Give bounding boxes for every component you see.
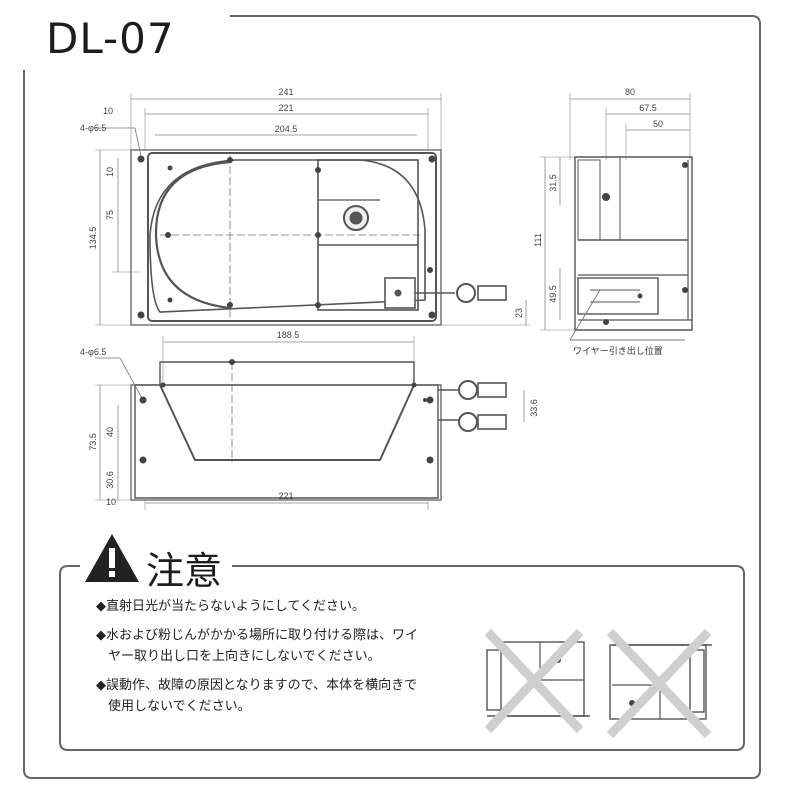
dim-left-top: 10 (105, 167, 115, 177)
side-view (540, 93, 693, 341)
dim-front-height-small: 30.6 (105, 471, 115, 489)
caution-item-3-cont: 使用しないでください。 (108, 699, 251, 714)
dim-front-height-mid: 40 (105, 427, 115, 437)
top-view (95, 93, 530, 326)
dim-front-right-height: 33.6 (529, 399, 539, 417)
dim-overall-width: 241 (278, 87, 293, 97)
front-hole-label: 4-φ6.5 (80, 347, 106, 357)
wire-exit-callout: ワイヤー引き出し位置 (573, 345, 663, 357)
caution-box (59, 565, 745, 751)
front-view (95, 336, 525, 510)
dim-edge-offset: 10 (103, 106, 113, 116)
dim-left-total: 134.5 (88, 227, 98, 250)
caution-heading: 注意 (146, 549, 223, 593)
dim-front-height-total: 73.5 (88, 433, 98, 451)
dim-side-width-mid: 67.5 (639, 103, 657, 113)
dim-side-height-top: 31.5 (548, 174, 558, 192)
dim-front-top-width: 188.5 (277, 330, 300, 340)
dim-front-bottom-width: 221 (278, 491, 293, 501)
dim-side-height-total: 111 (533, 233, 543, 247)
caution-item-2-cont: ヤー取り出し口を上向きにしないでください。 (108, 649, 381, 664)
dim-front-bottom-edge: 10 (106, 497, 116, 507)
dim-side-height-bottom: 49.5 (548, 285, 558, 303)
model-title: DL-07 (46, 14, 175, 63)
wrong-orientation-illustration-2 (606, 628, 712, 739)
caution-item-3: ◆誤動作、故障の原因となりますので、本体を横向きで (96, 678, 418, 693)
dim-side-width-inner: 50 (653, 119, 663, 129)
warning-icon (85, 534, 139, 582)
wrong-orientation-illustration-1 (484, 628, 590, 734)
top-hole-label: 4-φ6.5 (80, 123, 106, 133)
dim-inner-width: 221 (278, 103, 293, 113)
caution-item-1: ◆直射日光が当たらないようにしてください。 (96, 599, 365, 614)
caution-item-2: ◆水および粉じんがかかる場所に取り付ける際は、ワイ (96, 628, 418, 643)
dim-flange-width: 204.5 (275, 124, 298, 134)
dim-right-small: 23 (514, 308, 524, 318)
dim-left-mid: 75 (105, 210, 115, 220)
outer-frame (23, 15, 761, 779)
dim-side-width-total: 80 (625, 87, 635, 97)
